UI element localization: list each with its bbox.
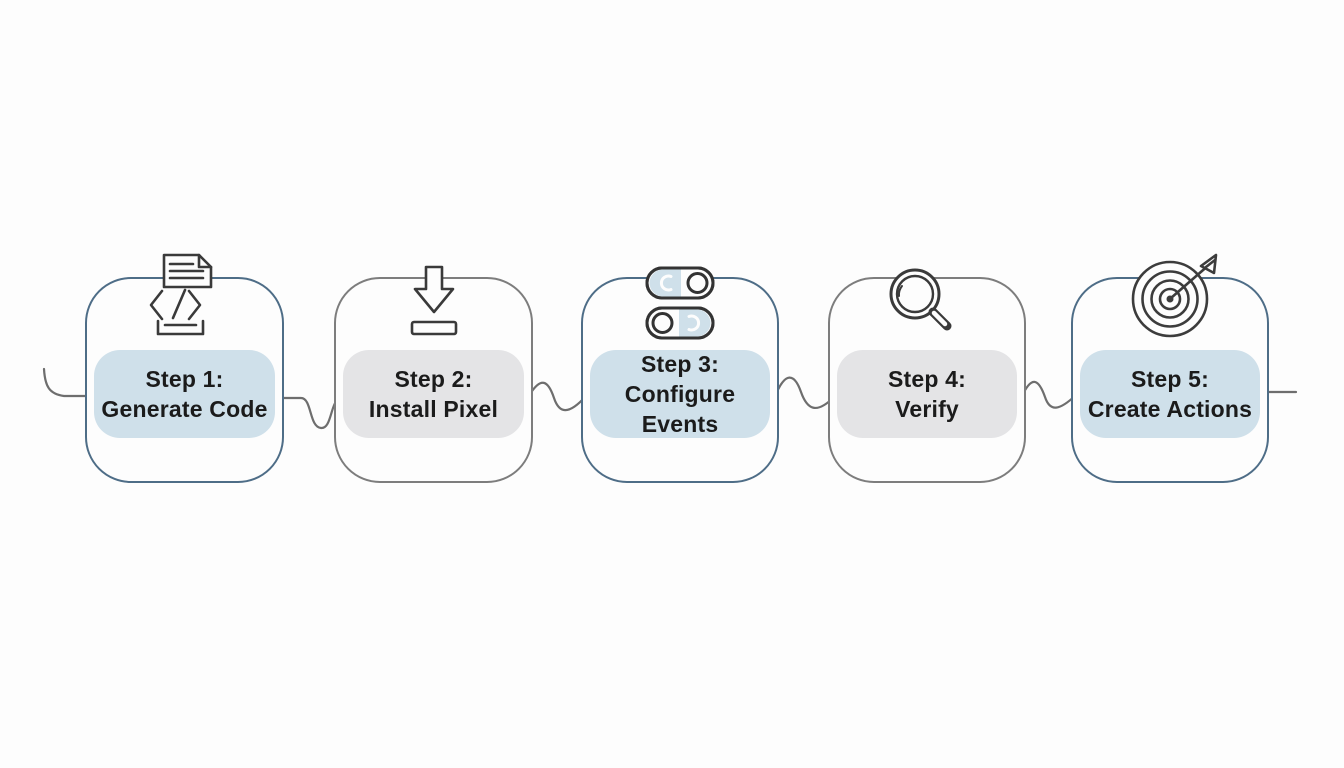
- step-card-4: Step 4: Verify: [828, 268, 1026, 483]
- target-arrow-icon: [1131, 253, 1218, 338]
- code-document-icon: [149, 253, 212, 336]
- download-arrow-icon: [410, 265, 457, 336]
- step-label-3: Step 3: Configure Events: [590, 350, 770, 438]
- step-subtitle: Install Pixel: [368, 396, 499, 422]
- step-title: Step 2:: [394, 366, 473, 392]
- step-title: Step 1:: [145, 366, 224, 392]
- connector-wave-2-3: [528, 381, 588, 412]
- step-card-5: Step 5: Create Actions: [1071, 253, 1269, 483]
- step-card-2: Step 2: Install Pixel: [334, 265, 533, 483]
- step-card-1: Step 1: Generate Code: [85, 253, 284, 483]
- step-title: Step 4:: [887, 366, 967, 392]
- step-title: Step 3:: [640, 351, 720, 377]
- step-label-2: Step 2: Install Pixel: [343, 350, 524, 438]
- connector-wave-1-2: [278, 396, 342, 430]
- step-label-5: Step 5: Create Actions: [1080, 350, 1260, 438]
- step-subtitle: Verify: [895, 396, 959, 422]
- connector-wave-3-4: [774, 376, 836, 409]
- connector-entry-left: [42, 367, 94, 398]
- magnifying-glass-icon: [889, 268, 952, 331]
- step-subtitle: Create Actions: [1087, 396, 1253, 422]
- step-label-4: Step 4: Verify: [837, 350, 1017, 438]
- step-card-3: Step 3: Configure Events: [581, 266, 779, 483]
- connector-wave-4-5: [1020, 380, 1078, 409]
- step-label-1: Step 1: Generate Code: [94, 350, 275, 438]
- step-subtitle: Generate Code: [101, 396, 268, 422]
- toggle-switches-icon: [645, 266, 715, 340]
- step-subtitle: Configure Events: [624, 381, 736, 437]
- step-title: Step 5:: [1130, 366, 1210, 392]
